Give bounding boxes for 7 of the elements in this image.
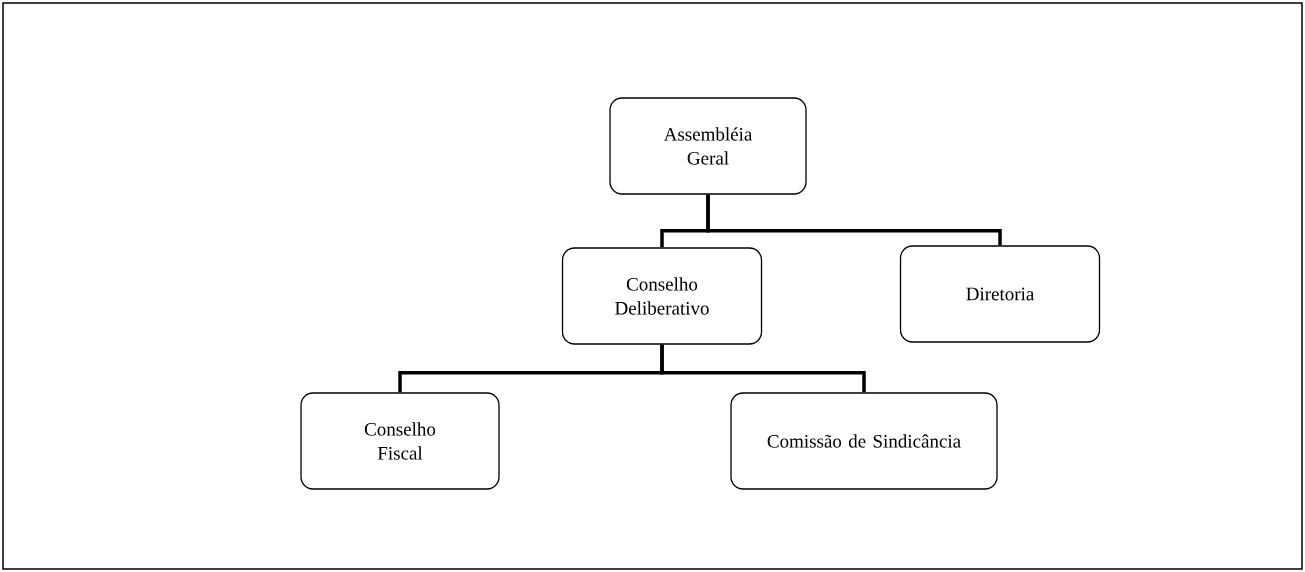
org-box: Comissão de Sindicância [730, 392, 998, 490]
connector-line [660, 344, 866, 393]
org-box: Conselho Fiscal [300, 392, 500, 490]
org-box: Conselho Deliberativo [561, 247, 763, 345]
connector-line [706, 194, 1002, 246]
org-box: Diretoria [899, 245, 1101, 343]
org-box: Assembléia Geral [609, 97, 807, 195]
